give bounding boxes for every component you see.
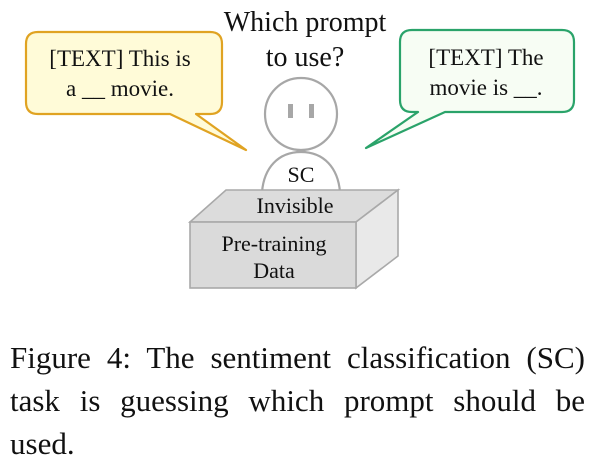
left-bubble-line-1: [TEXT] This is [49, 46, 190, 71]
speech-bubble-icon [24, 30, 248, 152]
box-front-line-1: Pre-training [221, 231, 326, 256]
person-right-eye [309, 104, 314, 118]
diagram-canvas: Which prompt to use? [TEXT] This is a __… [24, 7, 576, 290]
person-left-eye [288, 104, 293, 118]
diagram: Which prompt to use? [TEXT] This is a __… [24, 7, 576, 290]
box-icon: Invisible Pre-training Data [187, 188, 401, 290]
box-top-label: Invisible [257, 193, 334, 218]
box-front-line-2: Data [253, 258, 295, 283]
left-speech-bubble: [TEXT] This is a __ movie. [24, 30, 248, 152]
speech-bubble-icon [364, 28, 576, 150]
person-body [260, 150, 342, 194]
question-line-1: Which prompt [224, 7, 387, 38]
person-label: SC [288, 162, 315, 187]
box-front-face [189, 221, 357, 289]
left-bubble-line-2: a __ movie. [66, 76, 174, 101]
person-head [263, 76, 339, 152]
person-icon: SC [260, 76, 342, 194]
right-speech-bubble: [TEXT] The movie is __. [364, 28, 576, 150]
figure-caption: Figure 4: The sentiment classification (… [10, 340, 585, 461]
question-line-2: to use? [266, 42, 345, 73]
right-bubble-line-2: movie is __. [429, 75, 542, 100]
right-bubble-line-1: [TEXT] The [428, 45, 543, 70]
